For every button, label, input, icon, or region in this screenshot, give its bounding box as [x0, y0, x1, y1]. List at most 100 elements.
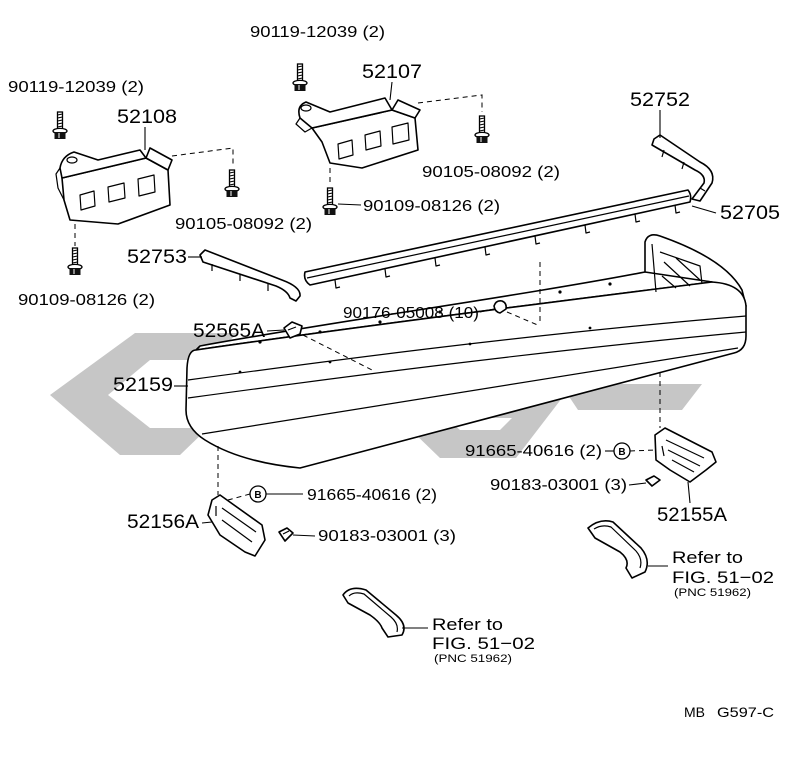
- bumper-retainer-bar: [303, 189, 692, 289]
- clip-detail: [282, 530, 290, 535]
- assembly-line: [417, 94, 483, 112]
- reference-part-right: [587, 520, 649, 579]
- callout-bolt-90105-left: 90105-08092 (2): [175, 216, 312, 233]
- retainer-left-52753: [199, 249, 301, 302]
- retainer-right-52752: [651, 134, 714, 202]
- clip-marker-letter: B: [254, 490, 261, 501]
- clip-marker-right: B: [613, 442, 631, 460]
- bracket-side-flange: [391, 99, 421, 119]
- bumper-side-return: [644, 234, 747, 307]
- leader-line: [201, 521, 213, 524]
- bracket-left-arm: [295, 117, 313, 133]
- bumper-side-bracket-52155A: [654, 427, 717, 483]
- callout-bolt-90109-left: 90109-08126 (2): [18, 292, 155, 309]
- retainer-bar-hooks: [334, 204, 681, 289]
- clip-marker-left: B: [249, 485, 267, 503]
- reference-part-inner: [348, 592, 398, 633]
- callout-part-52108: 52108: [117, 107, 177, 128]
- reference-figure: FIG. 51−02: [432, 634, 535, 653]
- clip-body: [645, 475, 661, 487]
- callout-part-52156A: 52156A: [127, 512, 199, 533]
- bracket-holes: [79, 174, 156, 211]
- callout-clip-90183-left: 90183-03001 (3): [318, 528, 456, 545]
- leader-line: [691, 205, 717, 214]
- clip-body: [493, 300, 507, 314]
- reference-part-inner: [593, 525, 642, 569]
- watermark-shape: [50, 333, 238, 455]
- callout-bolt-90105-right: 90105-08092 (2): [422, 164, 560, 181]
- mounting-hole: [588, 326, 592, 330]
- reference-part-body: [587, 520, 649, 579]
- leader-line: [479, 308, 495, 313]
- assembly-line: [506, 311, 541, 327]
- clip-detail: [287, 326, 297, 331]
- callout-part-52155A: 52155A: [657, 505, 727, 526]
- leader-line: [389, 81, 393, 101]
- mounting-hole: [608, 282, 612, 286]
- clip-52565A: [283, 321, 303, 339]
- bracket-left-flange: [55, 167, 65, 201]
- leader-lines: [144, 81, 717, 629]
- reference-part-body: [342, 587, 405, 638]
- reference-refer-to: Refer to: [672, 548, 743, 567]
- mounting-hole: [328, 360, 332, 364]
- reference-figure: FIG. 51−02: [672, 568, 774, 587]
- assembly-line: [171, 147, 234, 166]
- bumper-side-flange: [651, 243, 703, 293]
- callout-clip-90176: 90176-05008 (10): [343, 305, 479, 322]
- callout-part-52565A: 52565A: [193, 321, 265, 342]
- mounting-hole: [238, 370, 242, 374]
- retainer-right-body: [651, 134, 714, 202]
- leader-line: [628, 482, 647, 486]
- bumper-rib-lower: [187, 331, 747, 399]
- callout-bolt-90119-left: 90119-12039 (2): [8, 79, 144, 96]
- retainer-left-body: [199, 249, 301, 302]
- bumper-bracket-52108: [55, 147, 173, 225]
- mounting-hole: [258, 340, 262, 344]
- reference-note-left: Refer to FIG. 51−02 (PNC 51962): [432, 615, 535, 665]
- clip-body: [283, 321, 303, 339]
- mounting-hole: [318, 330, 322, 334]
- leader-line: [266, 329, 285, 332]
- reference-pnc: (PNC 51962): [674, 587, 751, 599]
- leader-line: [337, 203, 362, 206]
- clip-body: [278, 527, 294, 542]
- callout-clip-91665-left: 91665-40616 (2): [307, 487, 437, 504]
- retainer-left-tabs: [211, 264, 269, 291]
- callout-part-52753: 52753: [127, 247, 187, 268]
- assembly-line: [302, 334, 373, 371]
- clip-marker-letter: B: [618, 447, 625, 458]
- reference-refer-to: Refer to: [432, 615, 503, 634]
- callout-bolt-90109-center: 90109-08126 (2): [363, 198, 500, 215]
- reference-part-left: [342, 587, 405, 638]
- bumper-bracket-52107: [295, 97, 421, 169]
- figure-code: MB G597-C: [684, 704, 774, 720]
- clip-90183-right: [645, 475, 661, 487]
- bracket-slots: [215, 506, 257, 543]
- bracket-side-flange: [145, 147, 173, 171]
- assembly-line: [227, 493, 251, 501]
- callout-bolt-90119-top: 90119-12039 (2): [250, 24, 385, 41]
- reference-note-right: Refer to FIG. 51−02 (PNC 51962): [672, 548, 774, 599]
- mounting-hole: [378, 320, 382, 324]
- retainer-right-tabs: [661, 149, 706, 192]
- figure-code-number: G597-C: [717, 704, 774, 720]
- bracket-top-flange: [59, 149, 147, 179]
- callout-part-52159: 52159: [113, 375, 173, 396]
- mounting-hole: [558, 290, 562, 294]
- callout-part-52705: 52705: [720, 203, 780, 224]
- clip-90183-left: [278, 527, 294, 542]
- bracket-bolt-hole: [66, 156, 78, 164]
- bracket-holes: [337, 122, 410, 160]
- assembly-line: [629, 449, 657, 452]
- retainer-bar-groove: [306, 195, 690, 279]
- mounting-hole: [468, 342, 472, 346]
- bracket-bolt-hole: [300, 104, 312, 112]
- mounting-hole: [438, 310, 442, 314]
- assembly-lines: [74, 94, 661, 501]
- bracket-top-flange: [298, 97, 393, 129]
- reference-pnc: (PNC 51962): [434, 653, 512, 665]
- bracket-slots: [661, 439, 705, 473]
- callout-labels: 90119-12039 (2) 90119-12039 (2) 52107 52…: [8, 24, 780, 545]
